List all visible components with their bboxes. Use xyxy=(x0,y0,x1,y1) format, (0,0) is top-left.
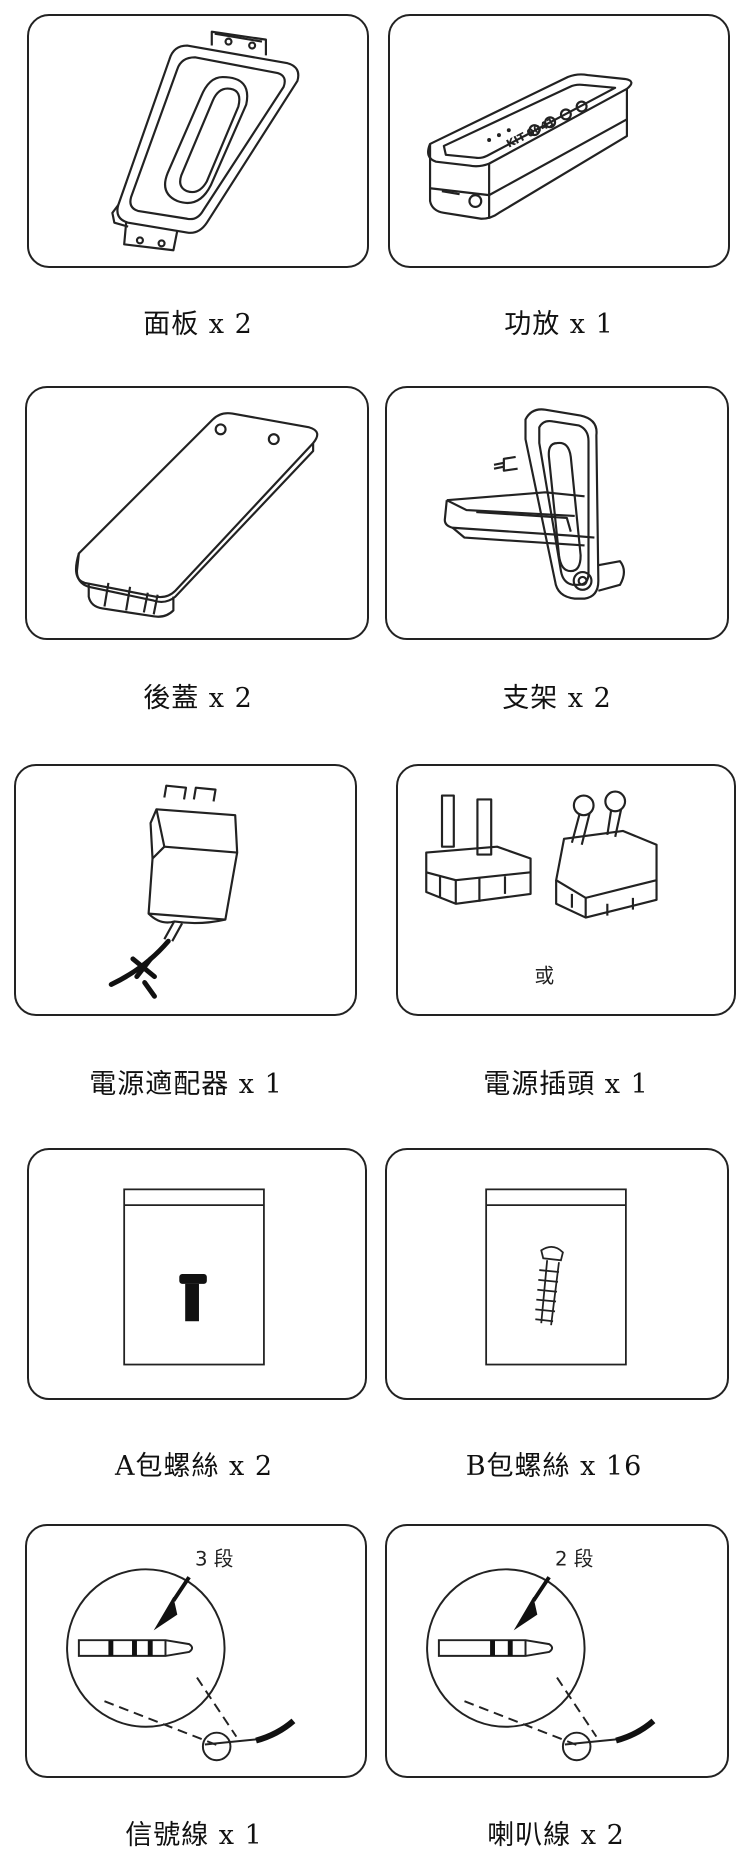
back-cover-illustration xyxy=(74,412,319,618)
screw-pack-b-illustration xyxy=(485,1188,627,1366)
stand-card xyxy=(385,386,729,640)
power-adapter-card xyxy=(14,764,357,1016)
power-plug-illustration: 或 xyxy=(425,790,658,988)
item-label: A包螺絲 x 2 xyxy=(114,1451,274,1482)
item-label: 後蓋 x 2 xyxy=(143,683,253,714)
segment-count-text: 3 段 xyxy=(195,1547,233,1570)
screw-pack-b-card xyxy=(385,1148,729,1400)
back-cover-card xyxy=(25,386,369,640)
panel-illustration xyxy=(111,30,300,252)
panel-card xyxy=(27,14,369,268)
signal-cable-illustration: 3 段 xyxy=(66,1547,296,1762)
screw-pack-a-illustration xyxy=(123,1188,265,1366)
amplifier-model-text: KIT-0041 xyxy=(504,115,557,151)
signal-cable-card: 3 段 xyxy=(25,1524,367,1778)
item-label: 電源適配器 x 1 xyxy=(89,1069,283,1100)
power-plug-card: 或 xyxy=(396,764,736,1016)
screw-pack-a-card xyxy=(27,1148,367,1400)
item-label: 支架 x 2 xyxy=(502,683,612,714)
item-label: 功放 x 1 xyxy=(504,309,614,340)
speaker-cable-card: 2 段 xyxy=(385,1524,729,1778)
item-label: 信號線 x 1 xyxy=(125,1820,263,1851)
power-adapter-illustration xyxy=(108,784,239,999)
segment-count-text: 2 段 xyxy=(555,1547,593,1570)
or-text: 或 xyxy=(535,965,555,988)
speaker-cable-illustration: 2 段 xyxy=(426,1547,656,1762)
item-label: 喇叭線 x 2 xyxy=(487,1820,625,1851)
stand-illustration xyxy=(443,408,626,600)
item-label: 電源插頭 x 1 xyxy=(483,1069,649,1100)
item-label: B包螺絲 x 16 xyxy=(465,1451,643,1482)
amplifier-card: KIT-0041 xyxy=(388,14,730,268)
item-label: 面板 x 2 xyxy=(143,309,253,340)
amplifier-illustration: KIT-0041 xyxy=(427,73,633,220)
